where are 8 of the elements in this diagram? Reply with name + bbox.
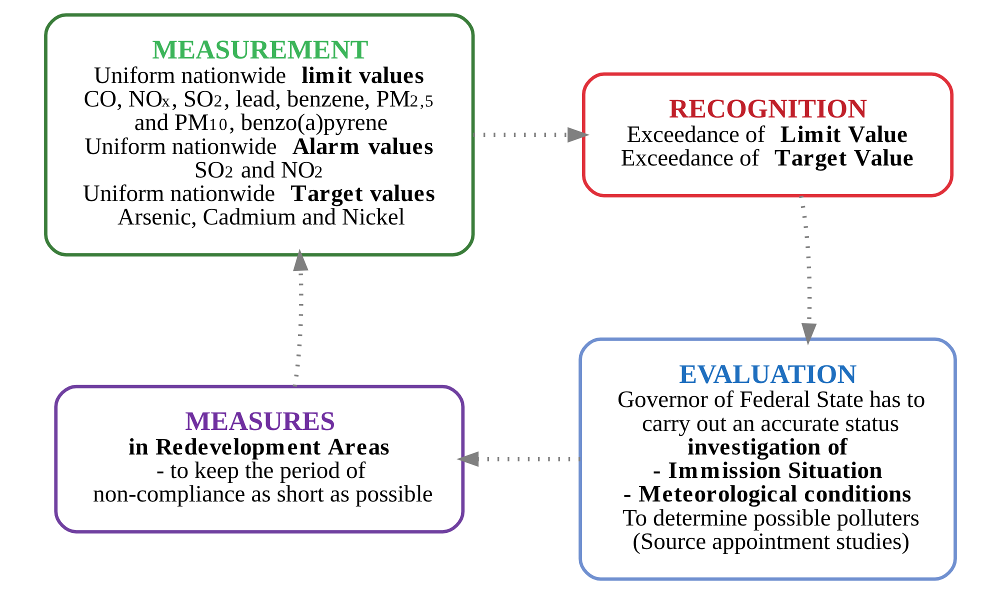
node-box: RECOGNITION Exceedance of Limit Value Exceedance of Target Value bbox=[581, 72, 954, 198]
node-box: MEASURES in Redevelopment Areas - to keep the period of non-compliance as short as possible bbox=[54, 384, 464, 534]
arrow bbox=[292, 248, 308, 387]
arrow bbox=[798, 196, 816, 346]
node-box: EVALUATION Governor of Federal State has to carry out an accurate status investigation of - Immission Situation - Meteorological conditions To determine possible polluters (Source appointment studies) bbox=[578, 338, 956, 581]
node-box: MEASUREMENT Uniform nationwide limit values CO, NOx, SO2, lead, benzene, PM2,5 and PM10, benzo(a)pyrene Uniform nationwide Alarm values SO2 and NO2 Uniform nationwide Target values Arsenic, Cadmium and Nickel bbox=[44, 13, 474, 256]
arrow bbox=[456, 451, 580, 467]
arrow bbox=[472, 127, 590, 143]
